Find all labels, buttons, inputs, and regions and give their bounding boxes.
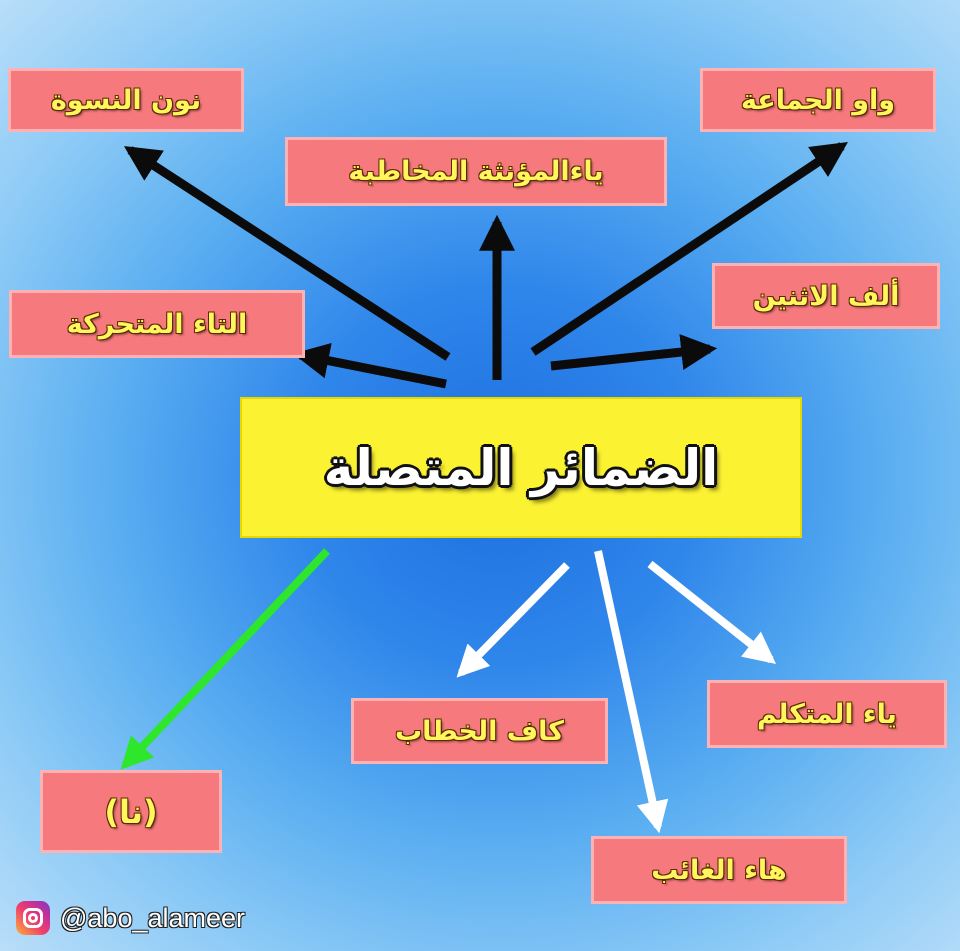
arrow-to-haa-alghaib [594,550,669,834]
arrow-to-waw-aljamaa [530,142,848,356]
arrow-to-alif-alithnayn [550,334,718,371]
box-alif-alithnayn: ألف الاثنين [712,263,940,329]
arrow-to-naa [120,548,330,770]
box-waw-aljamaa: واو الجماعة [700,68,936,132]
arrow-to-yaa-almutakallim [647,560,777,664]
box-taa-almutaharrika: التاء المتحركة [9,290,305,358]
arrow-to-noon-alniswa [123,146,451,361]
instagram-icon [16,901,50,935]
instagram-handle: @abo_alameer [16,898,245,938]
box-naa: (نا) [40,770,222,853]
arrow-to-kaf-alkhitab [456,562,570,678]
box-yaa-almutakallim: ياء المتكلم [707,680,947,748]
arrow-to-taa-almutaharrika [292,342,447,389]
center-title: الضمائر المتصلة [240,397,802,538]
box-kaf-alkhitab: كاف الخطاب [351,698,608,764]
box-noon-alniswa: نون النسوة [8,68,244,132]
box-yaa-almuannatha-almukhataba: ياءالمؤنثة المخاطبة [285,137,667,206]
handle-text: @abo_alameer [60,902,246,933]
box-haa-alghaib: هاء الغائب [591,836,847,904]
